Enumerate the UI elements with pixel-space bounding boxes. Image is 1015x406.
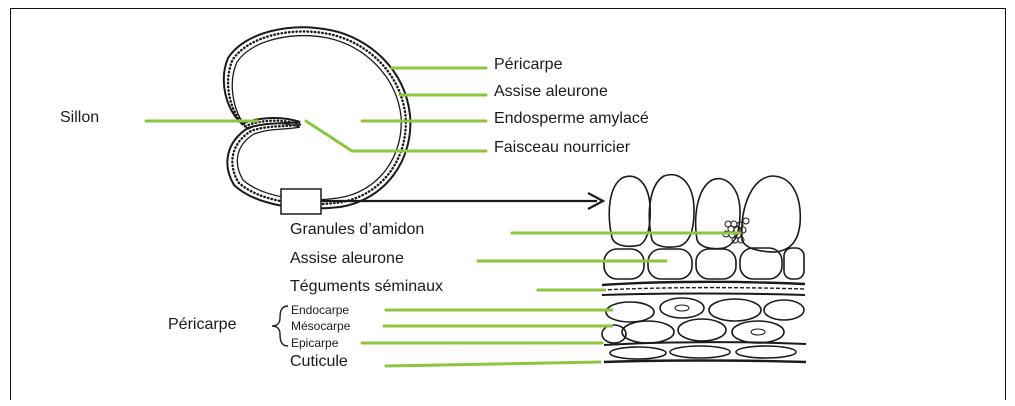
label-sillon: Sillon — [60, 110, 99, 126]
epicarp-cell-2 — [670, 346, 730, 358]
starch-cell-4 — [742, 176, 800, 252]
grain-cross-section — [224, 27, 411, 208]
label-granules: Granules d’amidon — [290, 222, 424, 238]
leader-faisceau — [306, 121, 486, 151]
starch-granules — [723, 218, 749, 243]
mesocarp-cell-4 — [764, 300, 804, 320]
mesocarp-cell-5 — [622, 321, 674, 343]
tegument-layer-2 — [602, 288, 805, 290]
label-pericarpe-group: Péricarpe — [168, 317, 236, 333]
leader-cuticule — [386, 362, 600, 366]
mesocarp-cell-3 — [709, 299, 761, 321]
epicarp-layer — [604, 342, 806, 345]
label-endosperme: Endosperme amylacé — [494, 111, 649, 127]
aleurone-cell-2 — [648, 249, 692, 279]
mesocarp-cell-1 — [606, 302, 654, 322]
epicarp-cell-3 — [736, 346, 796, 358]
starch-cell-1 — [609, 176, 650, 246]
cell-nucleus-1 — [675, 305, 689, 311]
label-mesocarpe: Mésocarpe — [291, 320, 350, 332]
tegument-layer-1 — [602, 282, 805, 285]
mesocarp-cell-2 — [660, 298, 704, 318]
pericarpe-brace — [272, 306, 288, 346]
label-faisceau: Faisceau nourricier — [494, 140, 630, 156]
aleurone-cell-1 — [604, 249, 644, 279]
label-cuticule: Cuticule — [290, 354, 348, 370]
aleurone-cell-3 — [696, 249, 736, 279]
label-assise-aleurone-bottom: Assise aleurone — [290, 251, 404, 267]
tegument-layer-3 — [602, 294, 805, 296]
mesocarp-cell-6 — [678, 319, 726, 341]
cuticle-layer — [604, 361, 806, 363]
tissue-section — [602, 175, 806, 362]
label-pericarpe-top: Péricarpe — [494, 57, 562, 73]
cell-nucleus-2 — [751, 329, 765, 335]
grain-outer-wall — [224, 27, 411, 208]
label-epicarpe: Epicarpe — [291, 337, 338, 349]
label-assise-aleurone-top: Assise aleurone — [494, 84, 608, 100]
label-endocarpe: Endocarpe — [291, 304, 349, 316]
starch-cell-2 — [649, 175, 694, 248]
label-teguments: Téguments séminaux — [290, 279, 443, 295]
mesocarp-cell-7 — [732, 321, 784, 343]
grain-inner-wall — [232, 36, 401, 200]
aleurone-cell-5 — [784, 248, 804, 279]
epicarp-cell-1 — [610, 347, 666, 359]
zoom-square — [281, 189, 321, 214]
